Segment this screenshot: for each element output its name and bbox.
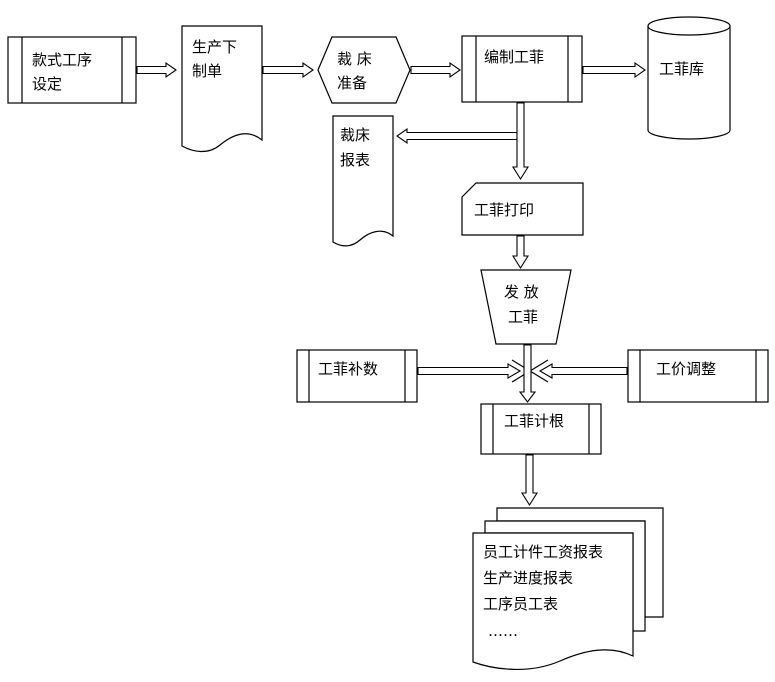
arrow-count-to-reports — [521, 454, 538, 507]
report-line-4: …… — [488, 622, 518, 640]
node-style-process-line1: 款式工序 — [32, 51, 92, 69]
node-price-adjust-label: 工价调整 — [656, 360, 716, 378]
node-production-order: 生产下 制单 — [181, 25, 263, 153]
node-ticket-db: 工菲库 — [647, 16, 731, 140]
report-line-1: 员工计件工资报表 — [483, 543, 603, 561]
arrow-compile-to-db — [582, 61, 646, 79]
node-ticket-db-label: 工菲库 — [659, 60, 704, 78]
arrow-price-to-junction — [538, 363, 628, 379]
node-cutting-report: 裁床 报表 — [332, 115, 394, 247]
arrow-issue-to-count — [518, 344, 537, 403]
node-ticket-supplement-label: 工菲补数 — [318, 360, 378, 378]
node-cutting-report-line1: 裁床 — [340, 126, 370, 144]
arrow-order-to-prep — [262, 61, 314, 79]
arrow-compile-to-print — [512, 102, 529, 181]
node-issue-ticket-line2: 工菲 — [508, 308, 538, 326]
node-cutting-report-line2: 报表 — [340, 151, 370, 169]
arrow-prep-to-compile — [410, 61, 461, 79]
node-price-adjust: 工价调整 — [627, 349, 769, 403]
node-cutting-prep: 裁 床 准备 — [317, 36, 411, 104]
node-ticket-count-label: 工菲计根 — [504, 412, 564, 430]
node-production-order-line2: 制单 — [192, 62, 222, 80]
node-ticket-print: 工菲打印 — [461, 182, 584, 236]
arrow-print-to-issue — [512, 235, 529, 270]
node-compile-ticket-label: 编制工菲 — [484, 48, 544, 66]
node-style-process: 款式工序 设定 — [7, 36, 137, 104]
node-ticket-supplement: 工菲补数 — [296, 349, 418, 403]
node-cutting-prep-line1: 裁 床 — [337, 50, 372, 68]
node-ticket-print-label: 工菲打印 — [474, 201, 534, 219]
arrow-supplement-to-junction — [417, 363, 522, 379]
report-line-3: 工序员工表 — [483, 595, 558, 613]
node-reports: 员工计件工资报表 生产进度报表 工序员工表 …… — [472, 507, 664, 670]
node-ticket-count: 工菲计根 — [480, 403, 602, 455]
node-style-process-line2: 设定 — [32, 75, 62, 93]
arrow-compile-to-report — [396, 127, 518, 145]
node-compile-ticket: 编制工菲 — [461, 35, 583, 103]
node-production-order-line1: 生产下 — [192, 38, 237, 56]
node-issue-ticket-line1: 发 放 — [504, 283, 539, 301]
report-line-2: 生产进度报表 — [483, 569, 573, 587]
arrow-style-to-order — [136, 61, 177, 79]
node-issue-ticket: 发 放 工菲 — [480, 269, 572, 345]
node-cutting-prep-line2: 准备 — [337, 74, 367, 92]
